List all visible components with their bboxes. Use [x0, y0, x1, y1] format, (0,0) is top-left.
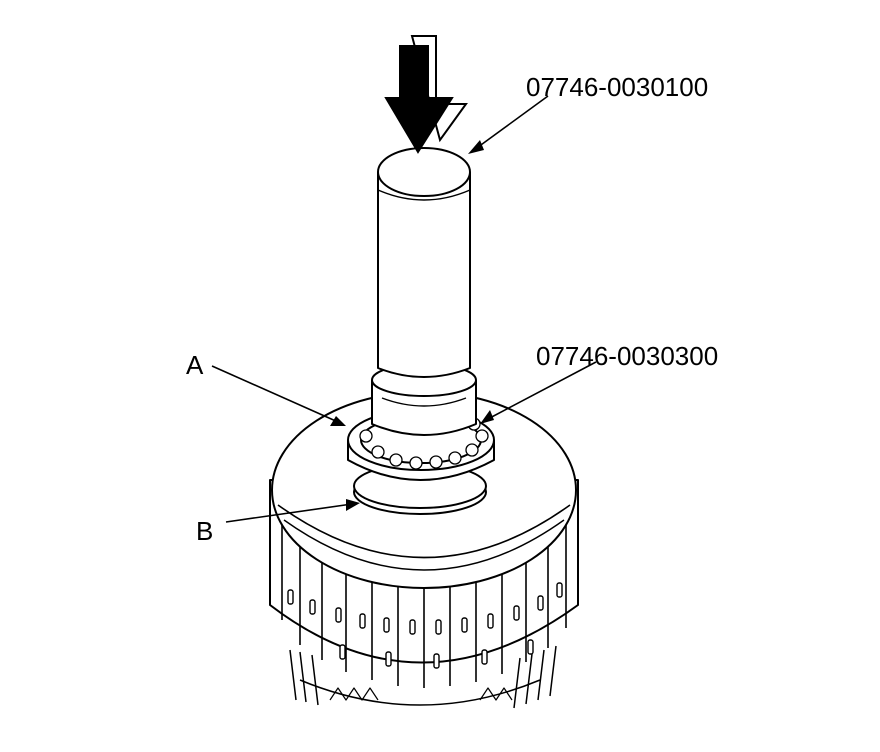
part-label-a: A — [186, 350, 204, 380]
leader-part-b — [225, 503, 353, 523]
tool-number-label-lower: 07746-0030300 — [536, 341, 719, 371]
leader-tool-upper — [473, 95, 549, 151]
arrowhead-tool-upper — [468, 140, 484, 154]
leader-part-a — [211, 365, 339, 423]
driver-handle — [377, 147, 471, 378]
lower-gear — [289, 645, 557, 709]
part-label-b: B — [196, 516, 214, 546]
arrowhead-part-a — [330, 416, 346, 426]
driver-attachment — [371, 363, 477, 436]
tool-number-label-upper: 07746-0030100 — [526, 72, 709, 102]
arrowhead-tool-lower — [480, 410, 494, 424]
arrowhead-part-b — [346, 499, 360, 511]
leader-tool-lower — [485, 361, 597, 421]
press-direction-arrow-icon — [384, 35, 468, 154]
